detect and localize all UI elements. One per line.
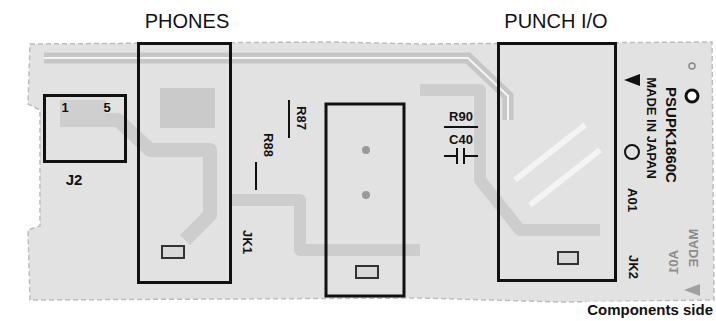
ghost-text: A01 bbox=[667, 249, 680, 275]
pin-number: 5 bbox=[102, 101, 111, 114]
part-name: JK2 bbox=[627, 254, 640, 280]
pad-outline bbox=[356, 266, 378, 278]
capacitor-symbol bbox=[444, 148, 478, 164]
mounting-hole bbox=[689, 63, 695, 69]
resistor-symbol bbox=[288, 100, 290, 138]
side-caption: Components side bbox=[586, 302, 714, 317]
copper-trace bbox=[60, 120, 210, 240]
copper-pad bbox=[160, 88, 215, 128]
pin-number: 1 bbox=[60, 101, 69, 114]
board-outline bbox=[28, 42, 714, 302]
board-code: PSUPK1860C bbox=[664, 86, 679, 184]
component-outline bbox=[326, 104, 404, 296]
mounting-hole bbox=[362, 146, 370, 154]
mounting-hole bbox=[686, 90, 698, 102]
part-name: C40 bbox=[448, 133, 474, 146]
part-name: R90 bbox=[448, 110, 474, 123]
polarity-triangle bbox=[624, 74, 640, 86]
copper-trace bbox=[530, 150, 600, 205]
jack-heading: PUNCH I/O bbox=[503, 11, 608, 31]
pad bbox=[60, 100, 106, 120]
copper-trace bbox=[420, 90, 600, 230]
jack-outline: PHONESJK1 bbox=[137, 42, 232, 284]
resistor-symbol bbox=[255, 162, 257, 190]
jack-heading: PHONES bbox=[144, 11, 230, 31]
origin-note: MADE IN JAPAN bbox=[645, 76, 658, 180]
part-name: R88 bbox=[262, 132, 275, 158]
maker-logo bbox=[625, 145, 639, 159]
ghost-text: MADE bbox=[687, 228, 700, 268]
mounting-hole bbox=[362, 191, 370, 199]
part-name: R87 bbox=[295, 105, 308, 131]
pad-outline bbox=[162, 246, 184, 258]
revision-mark: A01 bbox=[626, 187, 639, 213]
part-name: J2 bbox=[65, 172, 84, 187]
part-name: JK1 bbox=[241, 229, 254, 255]
ghost-triangle bbox=[684, 284, 700, 296]
resistor-symbol bbox=[444, 126, 478, 128]
jack-outline: PUNCH I/OJK2 bbox=[497, 42, 617, 282]
connector-outline: 15J2 bbox=[43, 94, 127, 163]
pad-outline bbox=[558, 252, 578, 264]
